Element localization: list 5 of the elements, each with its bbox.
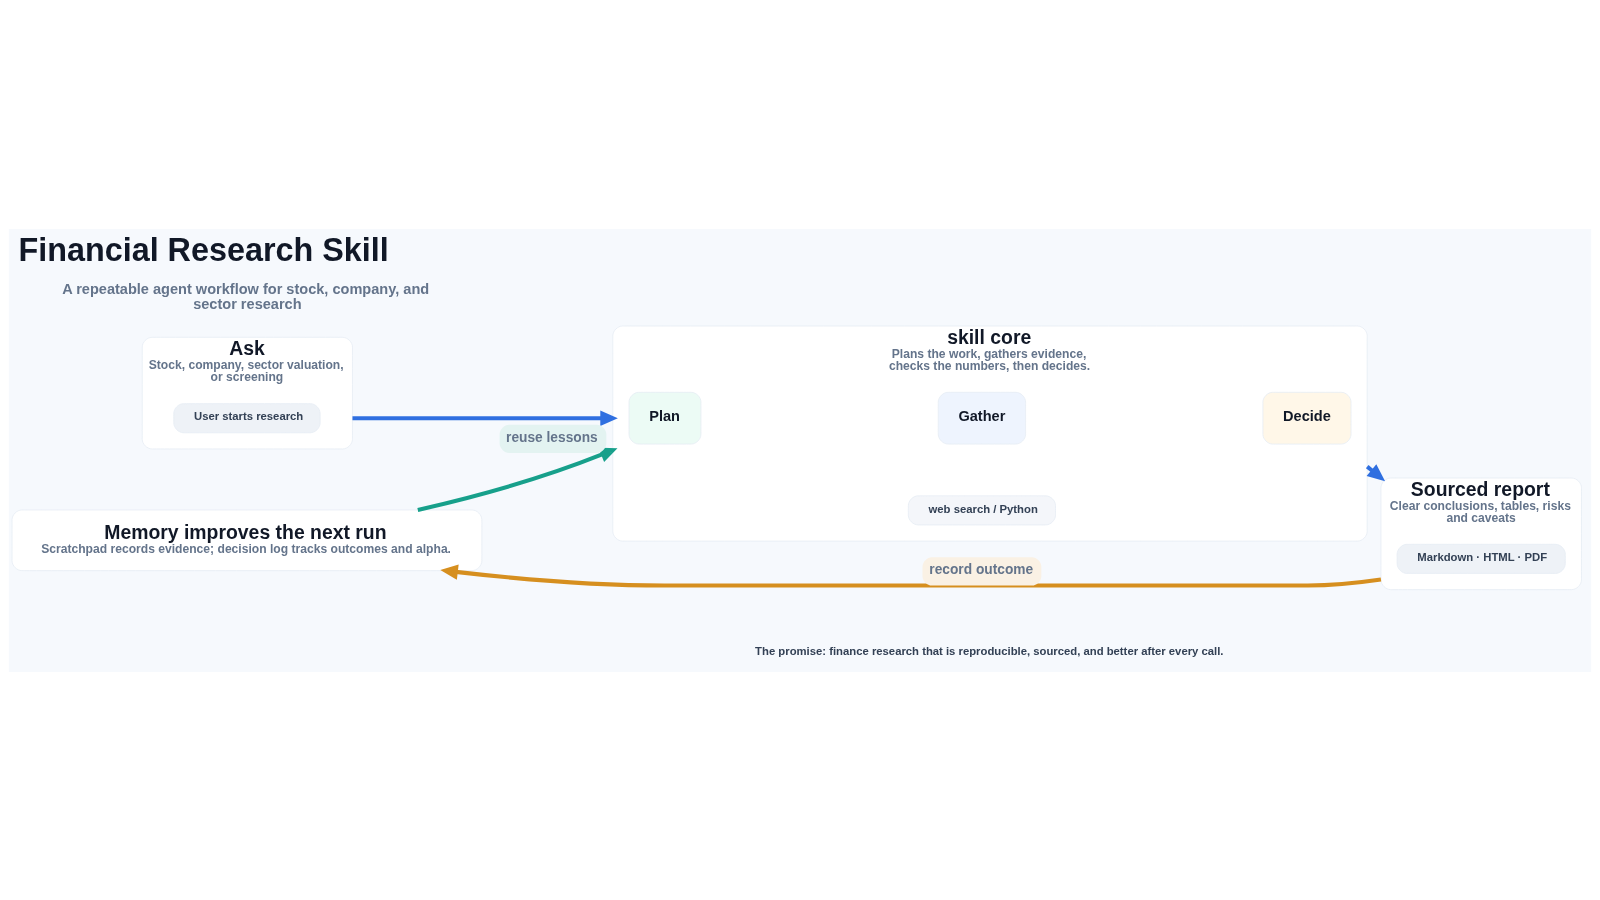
edge-label: record outcome xyxy=(929,561,1034,577)
label: A repeatable agent workflow for stock, company, and sector research xyxy=(62,280,430,312)
diagram-title: Financial Research Skill xyxy=(18,231,389,268)
edge-label: reuse lessons xyxy=(506,429,598,445)
label: The promise: finance research that is reproducible, sourced, and better after every call. xyxy=(755,644,1224,657)
